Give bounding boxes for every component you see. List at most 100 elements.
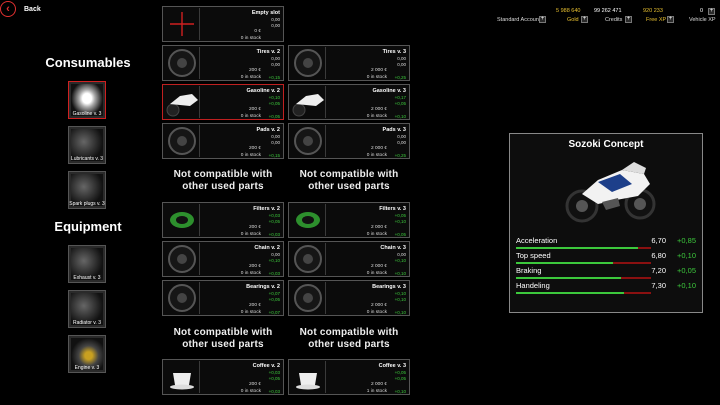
motorcycle-icon [290,86,326,118]
part-name: Empty slot [251,10,280,16]
part-slot[interactable]: Gasoline v. 2 +0,10 +0,05 200 ¢ 0 in sto… [162,84,284,120]
part-slot[interactable]: Bearings v. 2 +0,07 +0,05 200 ¢ 0 in sto… [162,280,284,316]
stat-bar-fill [516,262,614,264]
part-stock: 0 in stock [366,310,387,315]
credits-add-button[interactable]: + [625,16,632,23]
radiator-icon [71,293,103,325]
stat-delta: 0,00 [271,140,280,145]
stat-delta: +0,10 [394,258,406,263]
freexp-add-button[interactable]: + [667,16,674,23]
stat-delta: 0,00 [271,56,280,61]
part-stock: 0 in stock [366,232,387,237]
category-label: Gasoline v. 3 [72,111,102,117]
stat-name: Top speed [516,251,551,260]
stat-delta: +0,05 [268,297,280,302]
stat-delta: +0,05 [394,101,406,106]
category-label: Spark plugs v. 3 [69,201,105,207]
category-exhaust[interactable]: Exhaust v. 3 [68,245,106,283]
part-stock: 0 in stock [240,310,261,315]
part-stock: 0 in stock [366,75,387,80]
stat-delta: +0,10 [394,219,406,224]
motorcycle-stats-panel: Sozoki Concept Acceleration 6,70 +0,85 T… [509,133,703,313]
part-slot[interactable]: Chain v. 2 0,00 +0,10 200 ¢ 0 in stock +… [162,241,284,277]
stat-bar-fill [516,277,622,279]
plus-icon [164,8,200,40]
stat-bonus: +0,10 [677,281,696,290]
part-stock: 0 in stock [366,153,387,158]
motorcycle-image [565,162,656,223]
category-radiator[interactable]: Radiator v. 3 [68,290,106,328]
part-price: 200 ¢ [248,68,261,73]
part-slot[interactable]: Empty slot 0,00 0,00 0 ¢ 0 in stock [162,6,284,42]
stat-delta: +0,10 [394,114,406,119]
part-name: Filters v. 2 [253,206,280,212]
stat-delta: 0,00 [397,56,406,61]
vehiclexp-add-button[interactable]: + [708,8,715,15]
part-slot[interactable]: Tires v. 2 0,00 0,00 200 ¢ 0 in stock +0… [162,45,284,81]
stat-bar [516,247,651,249]
stat-delta: +0,05 [268,101,280,106]
category-lubricants[interactable]: Lubricants v. 3 [68,126,106,164]
part-name: Bearings v. 3 [372,284,406,290]
stat-delta: +0,05 [394,370,406,375]
part-name: Pads v. 2 [256,127,280,133]
stat-name: Handeling [516,281,550,290]
part-slot[interactable]: Filters v. 2 +0,03 +0,05 200 ¢ 0 in stoc… [162,202,284,238]
motorcycle-title: Sozoki Concept [568,139,644,150]
stat-delta: 0,00 [397,62,406,67]
stat-delta: +0,15 [268,153,280,158]
stat-bar [516,262,651,264]
stat-delta: +0,10 [268,95,280,100]
part-price: 2 000 ¢ [370,303,387,308]
stat-delta: +0,03 [268,370,280,375]
part-slot[interactable]: Pads v. 3 0,00 0,00 2 000 ¢ 0 in stock +… [288,123,410,159]
category-gasoline[interactable]: Gasoline v. 3 [68,81,106,119]
coffee-cup-icon [164,361,200,393]
category-engine[interactable]: Engine v. 3 [68,335,106,373]
part-slot[interactable]: Filters v. 3 +0,05 +0,10 2 000 ¢ 0 in st… [288,202,410,238]
category-label: Engine v. 3 [74,365,100,371]
category-label: Radiator v. 3 [73,320,101,326]
part-price: 2 000 ¢ [370,146,387,151]
tire-icon [290,47,326,79]
part-slot[interactable]: Tires v. 3 0,00 0,00 2 000 ¢ 0 in stock … [288,45,410,81]
wheel-icon [290,125,326,157]
tire-icon [164,47,200,79]
part-slot[interactable]: Gasoline v. 3 +0,17 +0,05 2 000 ¢ 0 in s… [288,84,410,120]
stat-value: 6,70 [651,236,666,245]
part-price: 200 ¢ [248,382,261,387]
category-label: Exhaust v. 3 [73,275,101,281]
stat-delta: 0,00 [271,62,280,67]
gold-add-button[interactable]: + [581,16,588,23]
stat-delta: +0,03 [268,232,280,237]
part-slot[interactable]: Chain v. 3 0,00 +0,10 2 000 ¢ 0 in stock… [288,241,410,277]
part-stock: 0 in stock [240,389,261,394]
category-label: Lubricants v. 3 [70,156,104,162]
stat-delta: +0,05 [394,232,406,237]
stat-bonus: +0,85 [677,236,696,245]
part-price: 2 000 ¢ [370,264,387,269]
stat-delta: +0,10 [394,389,406,394]
part-slot[interactable]: Coffee v. 2 +0,03 +0,05 200 ¢ 0 in stock… [162,359,284,395]
credits-label: Credits [605,17,623,23]
part-name: Pads v. 3 [382,127,406,133]
part-price: 2 000 ¢ [370,68,387,73]
stat-row: Braking 7,20 +0,05 [516,266,698,280]
part-slot[interactable]: Pads v. 2 0,00 0,00 200 ¢ 0 in stock +0,… [162,123,284,159]
vehiclexp-label: Vehicle XP [689,17,716,23]
category-spark-plugs[interactable]: Spark plugs v. 3 [68,171,106,209]
part-stock: 1 in stock [366,389,387,394]
part-slot[interactable]: Bearings v. 3 +0,10 +0,10 2 000 ¢ 0 in s… [288,280,410,316]
part-name: Filters v. 3 [379,206,406,212]
part-stock: 0 in stock [240,36,261,41]
back-button[interactable]: ‹ Back [0,0,70,18]
part-price: 2 000 ¢ [370,225,387,230]
part-stock: 0 in stock [240,114,261,119]
stat-bar [516,292,651,294]
stat-delta: +0,07 [268,291,280,296]
part-slot[interactable]: Coffee v. 3 +0,05 +0,05 2 000 ¢ 1 in sto… [288,359,410,395]
stat-delta: +0,03 [268,271,280,276]
account-add-button[interactable]: + [539,16,546,23]
